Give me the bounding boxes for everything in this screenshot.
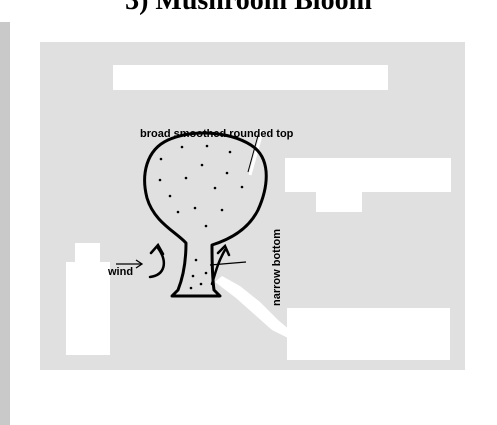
wind-label: wind [108,266,133,278]
top-label: broad smoothed rounded top [140,128,293,140]
redaction-box-top [113,65,388,90]
redaction-box-bottom-right [287,308,450,360]
bottom-label: narrow bottom [271,229,283,306]
